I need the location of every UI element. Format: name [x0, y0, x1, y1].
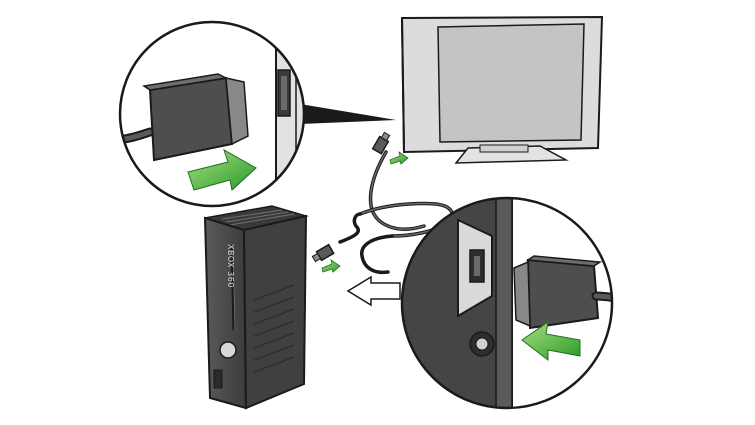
console-grille	[253, 284, 295, 373]
console-brand-logo: XBOX 360	[226, 244, 235, 288]
green-arrow-icon	[389, 151, 409, 165]
green-arrow-icon	[521, 320, 581, 362]
console-usb-port	[213, 369, 223, 389]
tv-screen	[437, 23, 585, 143]
tv-stand-neck	[479, 144, 529, 153]
green-arrow-icon	[187, 148, 257, 191]
hdmi-connector-icon	[311, 243, 335, 263]
green-arrow-icon	[321, 259, 341, 273]
tv-side-edge	[401, 17, 405, 153]
hdmi-cable	[338, 150, 454, 275]
console-side	[242, 214, 308, 410]
console-power-button	[219, 341, 237, 359]
console-rear-panel	[402, 198, 513, 408]
hdmi-connector-icon	[141, 73, 249, 162]
xbox-console: XBOX 360	[203, 205, 309, 410]
console-front	[203, 216, 248, 410]
hdmi-connector-icon	[371, 131, 391, 155]
callout-right	[400, 196, 614, 410]
television	[400, 15, 604, 164]
hdmi-connector-icon	[513, 255, 603, 330]
console-disc-slot	[230, 244, 236, 331]
callout-pointer-left	[300, 104, 396, 124]
hollow-arrow-icon	[346, 275, 401, 307]
